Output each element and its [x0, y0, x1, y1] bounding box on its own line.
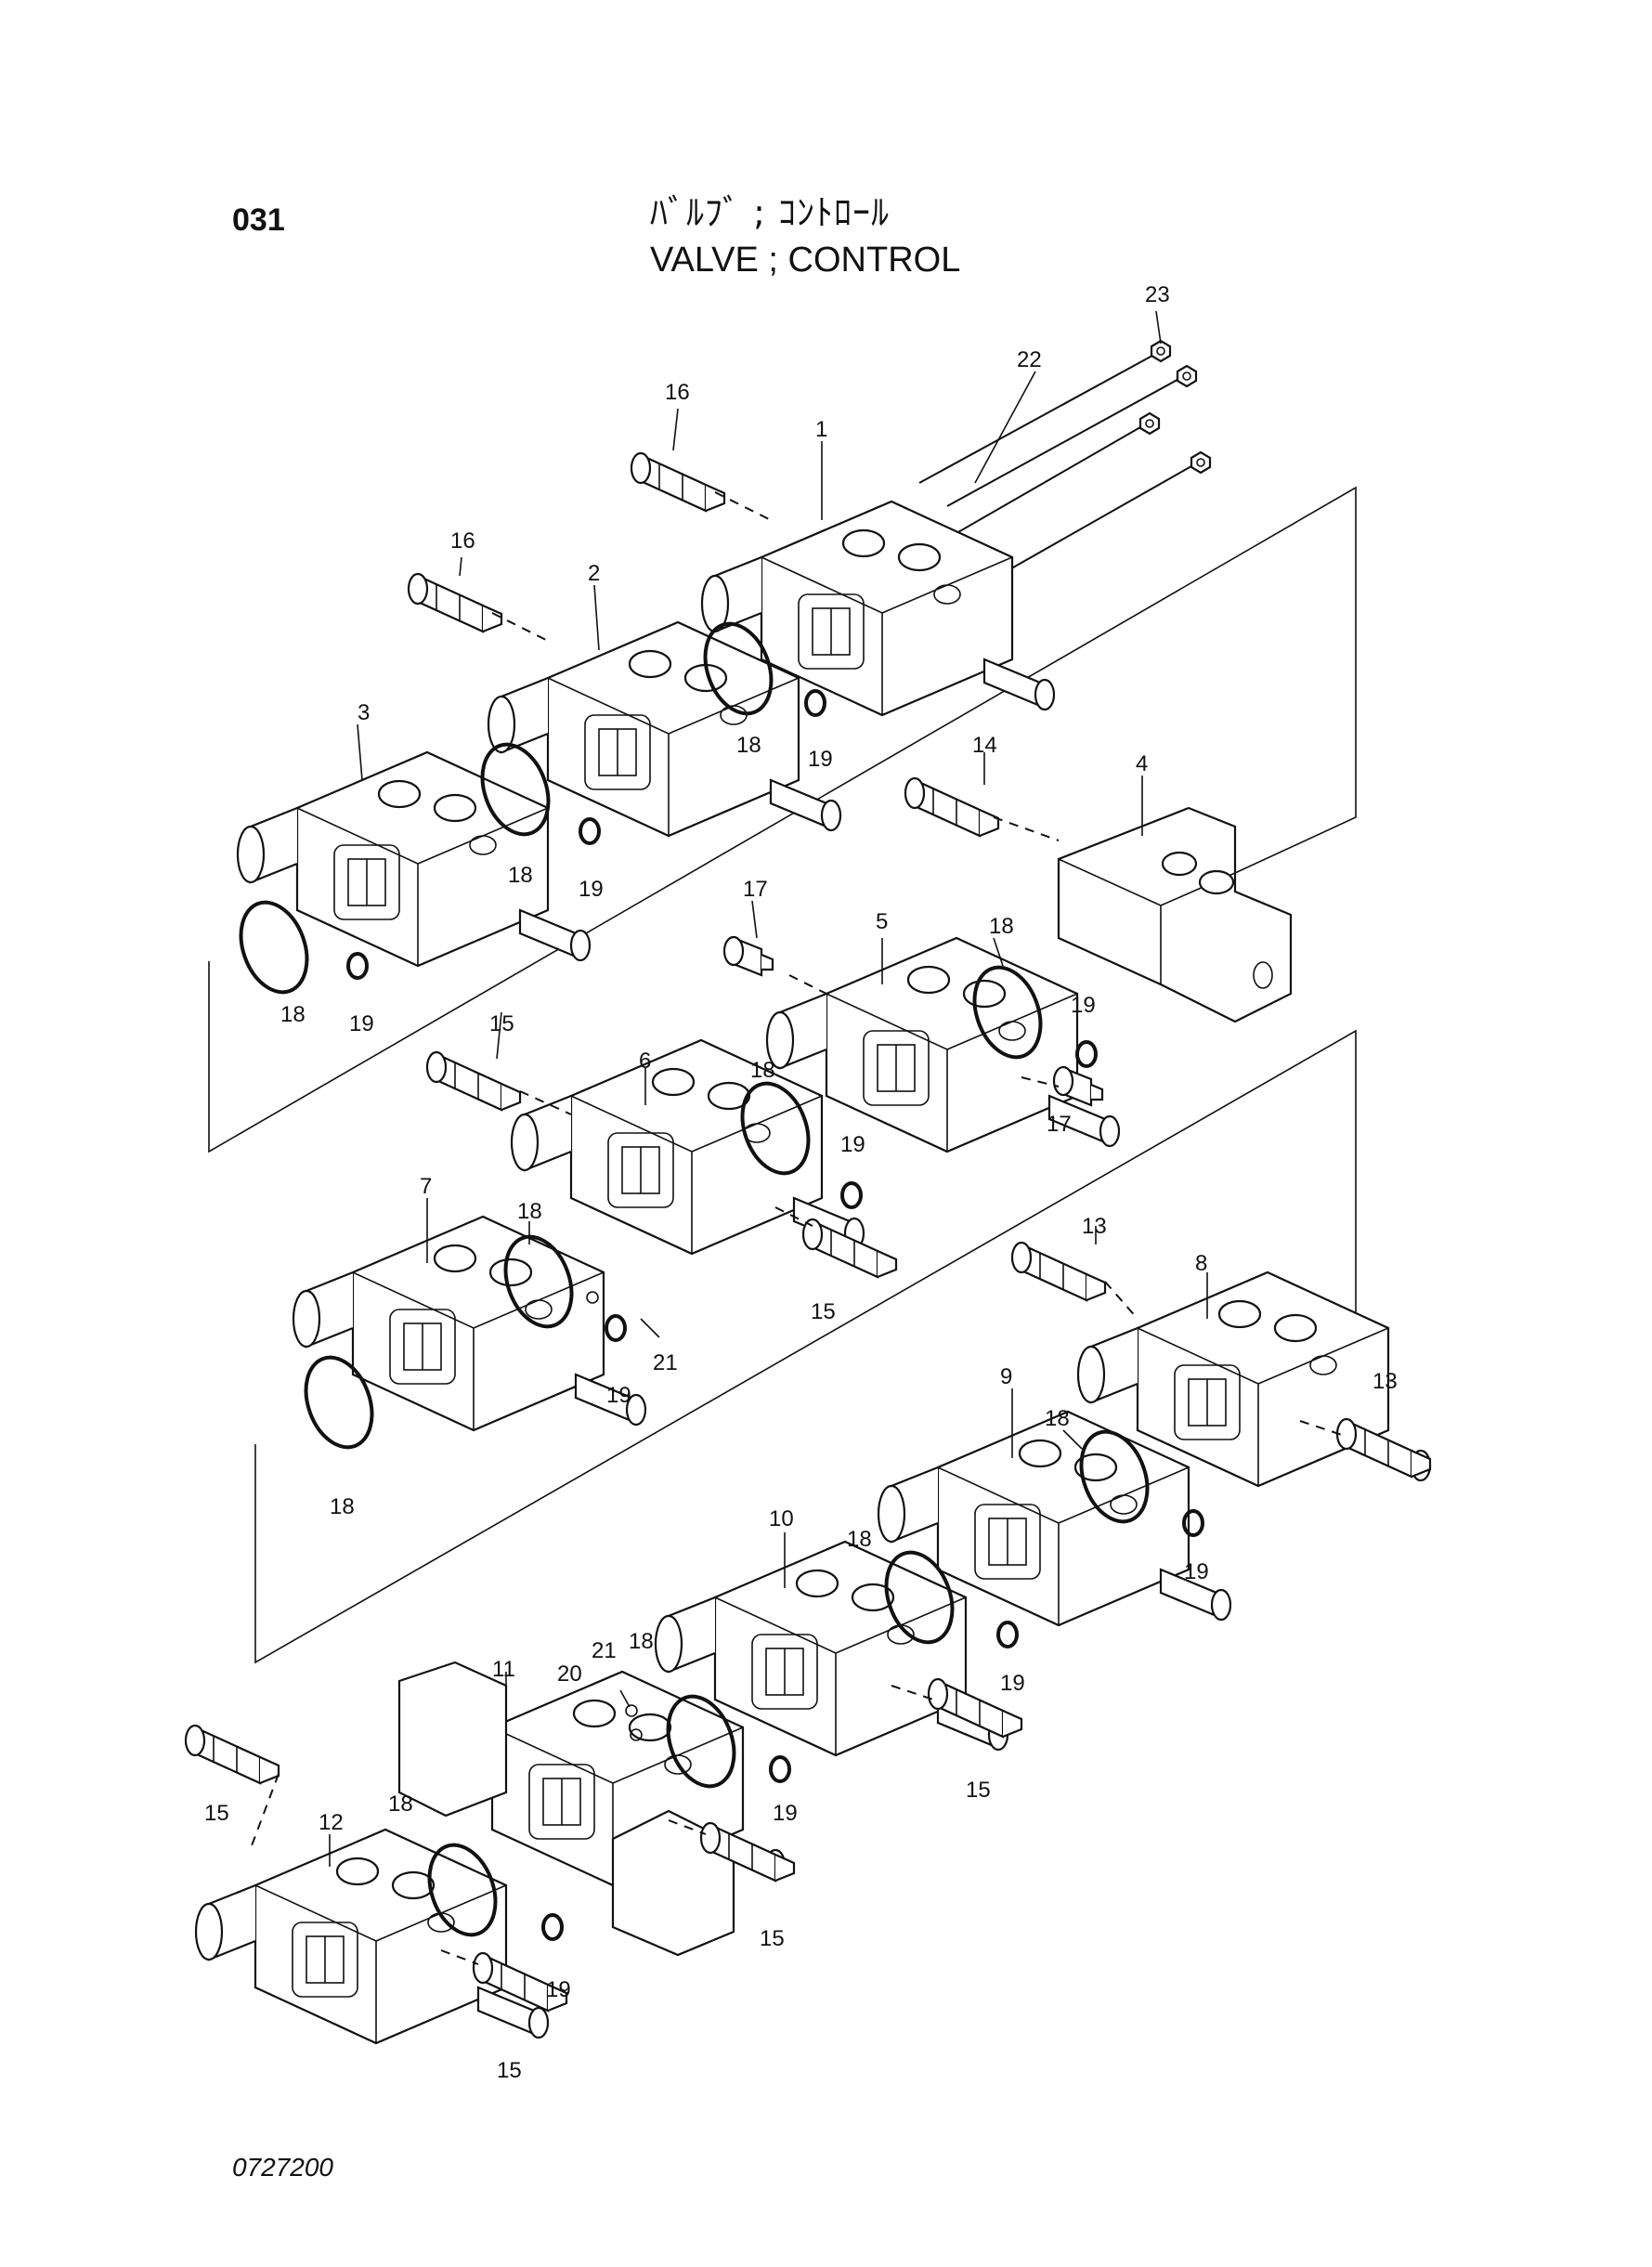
callout-18-d: 18 [989, 914, 1014, 939]
relief-valve-14 [904, 776, 1000, 838]
callout-19-a: 19 [808, 747, 833, 772]
relief-valve-15d [184, 1724, 280, 1785]
relief-valve-16b [407, 572, 503, 633]
outlet-housing-4 [1057, 806, 1293, 1023]
callout-11: 11 [492, 1657, 515, 1682]
tie-bolts [914, 339, 1212, 595]
callout-18-c: 18 [280, 1002, 306, 1027]
callout-12: 12 [319, 1810, 344, 1835]
callout-21-a: 21 [653, 1350, 678, 1375]
callout-15-d: 15 [204, 1801, 229, 1826]
relief-valve-15a [425, 1050, 522, 1112]
callout-15-e: 15 [760, 1926, 785, 1951]
callout-1: 1 [815, 417, 827, 442]
title-block: ﾊﾞﾙﾌﾞ ; ｺﾝﾄﾛｰﾙ VALVE ; CONTROL [650, 184, 960, 280]
callout-18-k: 18 [388, 1791, 413, 1817]
section-12 [194, 1828, 550, 2045]
callout-9: 9 [1000, 1364, 1012, 1389]
callout-16-top: 16 [665, 380, 690, 405]
callout-labels: 1 22 23 16 16 2 3 18 19 18 19 18 19 14 4… [204, 282, 1398, 2083]
callout-10: 10 [769, 1506, 794, 1531]
callout-5: 5 [876, 909, 888, 934]
callout-19-b: 19 [579, 877, 604, 902]
check-valve-17a [722, 935, 774, 977]
callout-4: 4 [1136, 751, 1148, 776]
callout-17-a: 17 [743, 877, 768, 902]
callout-15-a: 15 [489, 1011, 514, 1036]
callout-8: 8 [1195, 1251, 1207, 1276]
callout-18-e: 18 [750, 1058, 775, 1083]
callout-15-c: 15 [966, 1778, 991, 1803]
section-3 [236, 750, 592, 968]
callout-3: 3 [358, 700, 370, 725]
page-number: 031 [232, 202, 285, 238]
callout-18-f: 18 [517, 1199, 542, 1224]
title-japanese: ﾊﾞﾙﾌﾞ ; ｺﾝﾄﾛｰﾙ [650, 192, 890, 233]
catalog-number: 0727200 [232, 2153, 334, 2182]
relief-valve-13a [1010, 1241, 1107, 1302]
callout-13-a: 13 [1082, 1214, 1107, 1239]
callout-7: 7 [420, 1174, 432, 1199]
callout-15-b: 15 [811, 1299, 836, 1324]
callout-15-f: 15 [497, 2058, 522, 2083]
callout-19-j: 19 [546, 1977, 571, 2002]
callout-16-mid: 16 [450, 528, 475, 554]
leader-lines [329, 310, 1208, 1867]
callout-18-j: 18 [629, 1629, 654, 1654]
callout-19-i: 19 [773, 1801, 798, 1826]
callout-21-b: 21 [592, 1638, 617, 1663]
callout-22: 22 [1017, 347, 1042, 372]
callout-14: 14 [972, 733, 997, 758]
callout-6: 6 [639, 1049, 651, 1074]
callout-18-a: 18 [736, 733, 761, 758]
callout-23: 23 [1145, 282, 1170, 307]
callout-19-f: 19 [606, 1383, 631, 1408]
callout-18-i: 18 [847, 1527, 872, 1552]
callout-19-d: 19 [1071, 993, 1096, 1018]
section-7 [292, 1215, 647, 1432]
callout-18-b: 18 [508, 863, 533, 888]
callout-20: 20 [557, 1661, 582, 1687]
callout-2: 2 [588, 561, 600, 586]
o-rings [239, 621, 1204, 1941]
relief-valve-16a [630, 451, 726, 513]
callout-19-c: 19 [349, 1011, 374, 1036]
callout-18-h: 18 [1045, 1406, 1070, 1431]
callout-19-h: 19 [1000, 1671, 1025, 1696]
callout-19-g: 19 [1184, 1559, 1209, 1584]
callout-18-g: 18 [330, 1494, 355, 1519]
callout-19-e: 19 [840, 1132, 865, 1157]
centerlines [250, 491, 1343, 1965]
title-english: VALVE ; CONTROL [650, 241, 961, 280]
callout-13-b: 13 [1372, 1369, 1398, 1394]
callout-17-b: 17 [1047, 1112, 1072, 1137]
